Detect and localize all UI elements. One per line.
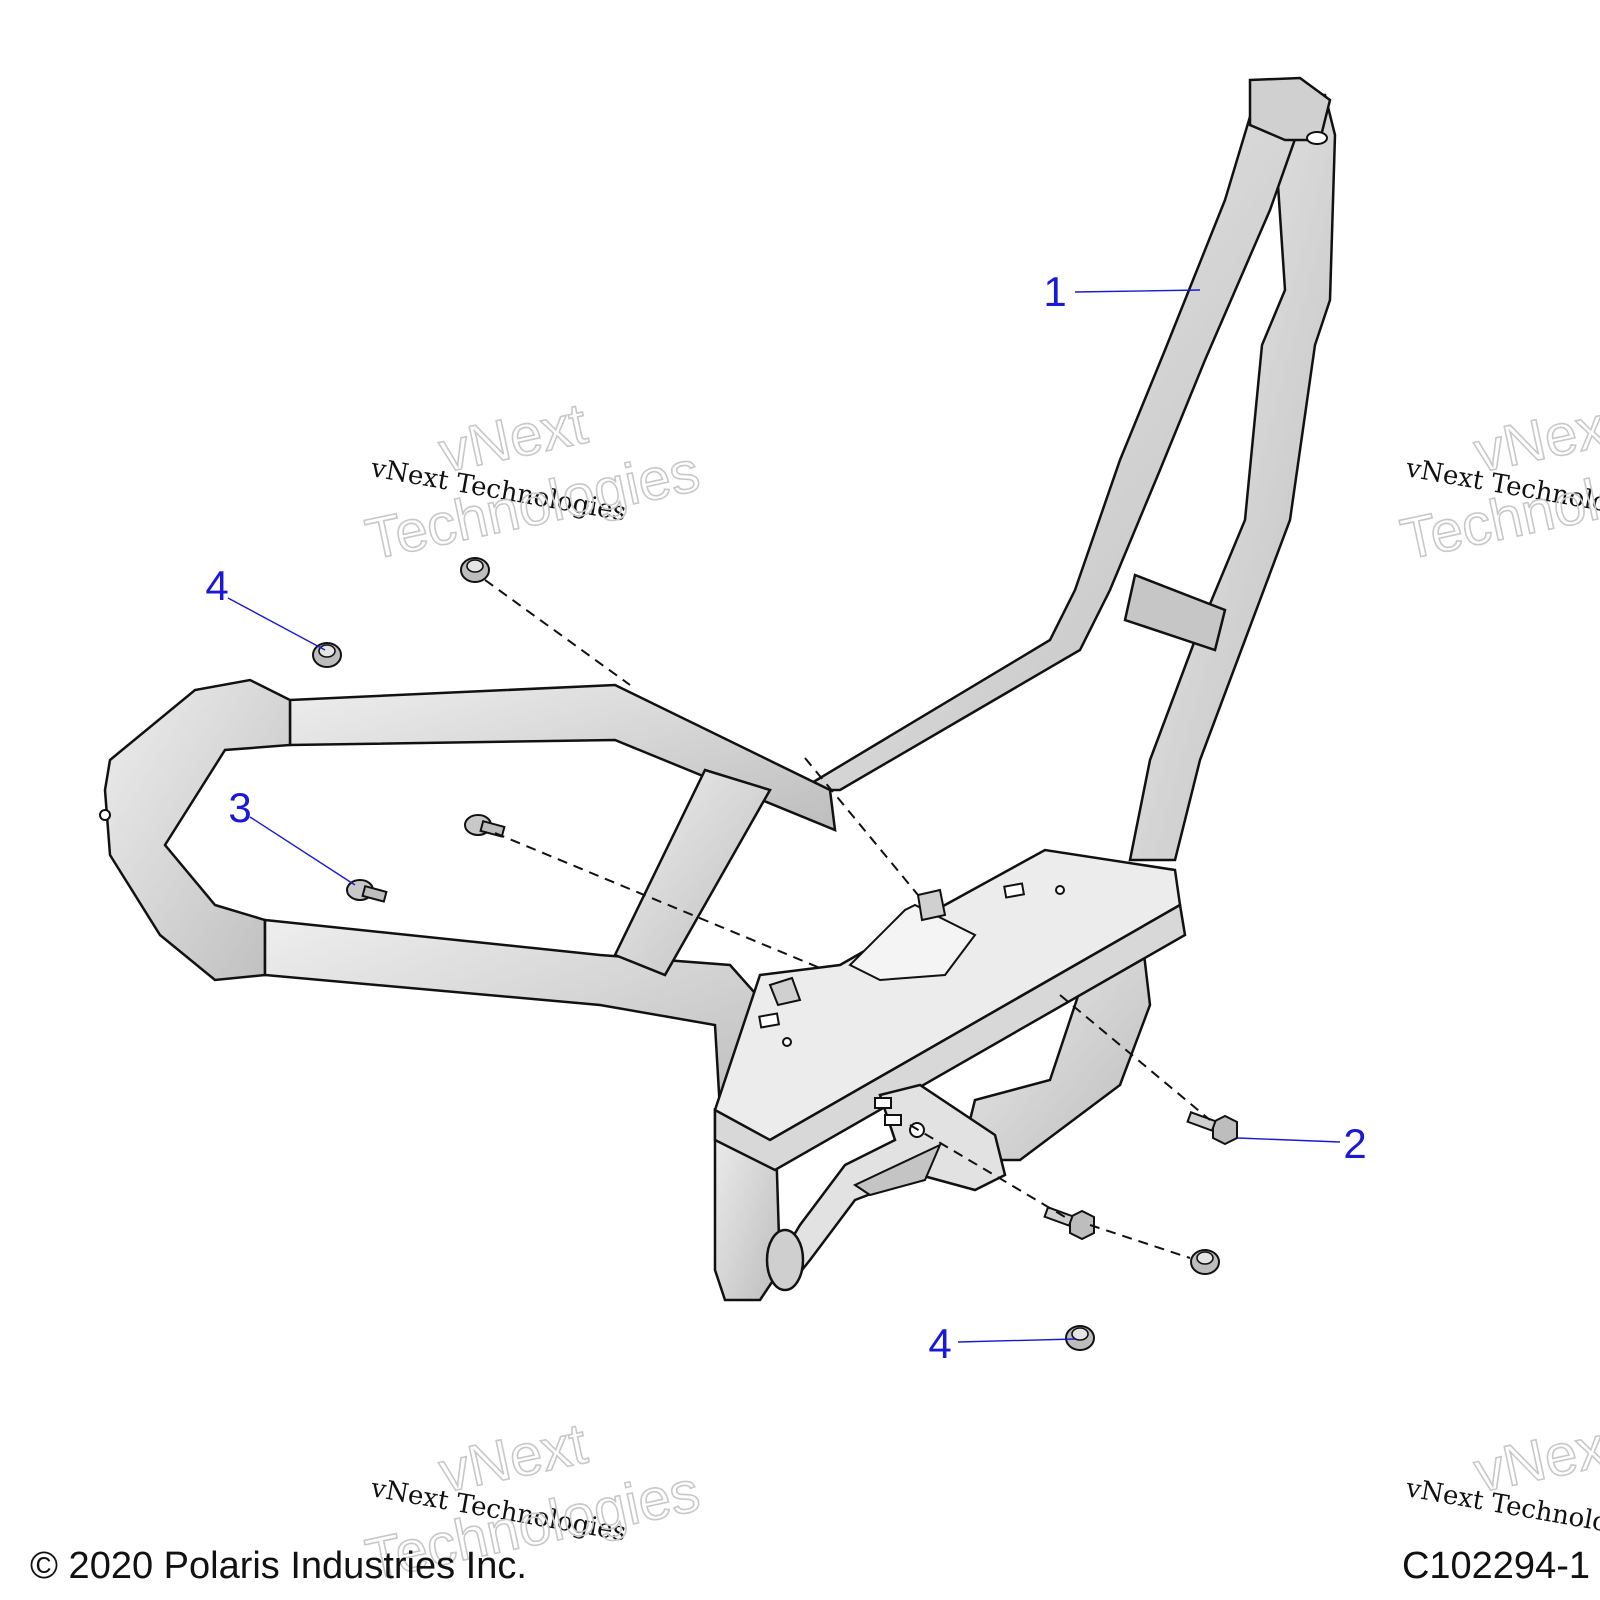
- left-end-bend: [103, 678, 292, 982]
- callout-2: 2: [1343, 1120, 1366, 1167]
- callout-numbers: 1 2 3 4 4: [205, 268, 1366, 1367]
- flange-nut-lower-right: [1190, 1249, 1220, 1275]
- callout-1: 1: [1043, 268, 1066, 315]
- plate-notch: [848, 903, 977, 982]
- bolt-2: [1186, 1111, 1238, 1146]
- lower-bracket: [765, 1083, 1007, 1292]
- assembly-dashed-lines: [484, 579, 1211, 1259]
- watermark-bottom-right: vNext Technologies vNext: [1403, 1410, 1600, 1548]
- mounting-plate: [713, 848, 1187, 1172]
- diagonal-brace-tube: [613, 768, 772, 977]
- drawing-code: C102294-1: [1401, 1545, 1590, 1587]
- upright-top-cap: [1248, 76, 1332, 142]
- bolt-lower-mid: [1043, 1206, 1095, 1241]
- plate-front-face: [713, 903, 1187, 1172]
- watermark-top-right: vNext Technologies vNext Technologies: [1394, 390, 1600, 573]
- flange-nut-4-lower: [1065, 1325, 1095, 1351]
- plate-boss: [916, 888, 947, 922]
- callout-leaders: [227, 289, 1341, 1343]
- watermark-top-left: vNext Technologies vNext Technologies: [359, 390, 705, 573]
- callout-4-upper: 4: [205, 562, 228, 609]
- callout-4-lower: 4: [928, 1320, 951, 1367]
- callout-3: 3: [228, 784, 251, 831]
- svg-text:vNext: vNext: [1469, 1411, 1600, 1505]
- right-upright-tube: [1128, 93, 1337, 862]
- leader-1: [1074, 289, 1201, 293]
- leader-3: [249, 816, 356, 886]
- fasteners: [312, 557, 1238, 1351]
- front-upright-tube: [795, 98, 1302, 792]
- bolt-3: [346, 879, 388, 903]
- plate-boss-left: [768, 976, 802, 1007]
- leader-4a: [227, 597, 326, 651]
- lower-horizontal-tube: [263, 918, 777, 1112]
- upright-cross-tube: [1123, 573, 1227, 652]
- bolt-upper-mid: [464, 814, 506, 838]
- leader-2: [1237, 1137, 1341, 1143]
- flange-nut-4-upper: [312, 642, 342, 668]
- copyright-notice: © 2020 Polaris Industries Inc.: [30, 1545, 527, 1587]
- leader-4b: [957, 1338, 1076, 1343]
- flange-nut-top: [460, 557, 490, 583]
